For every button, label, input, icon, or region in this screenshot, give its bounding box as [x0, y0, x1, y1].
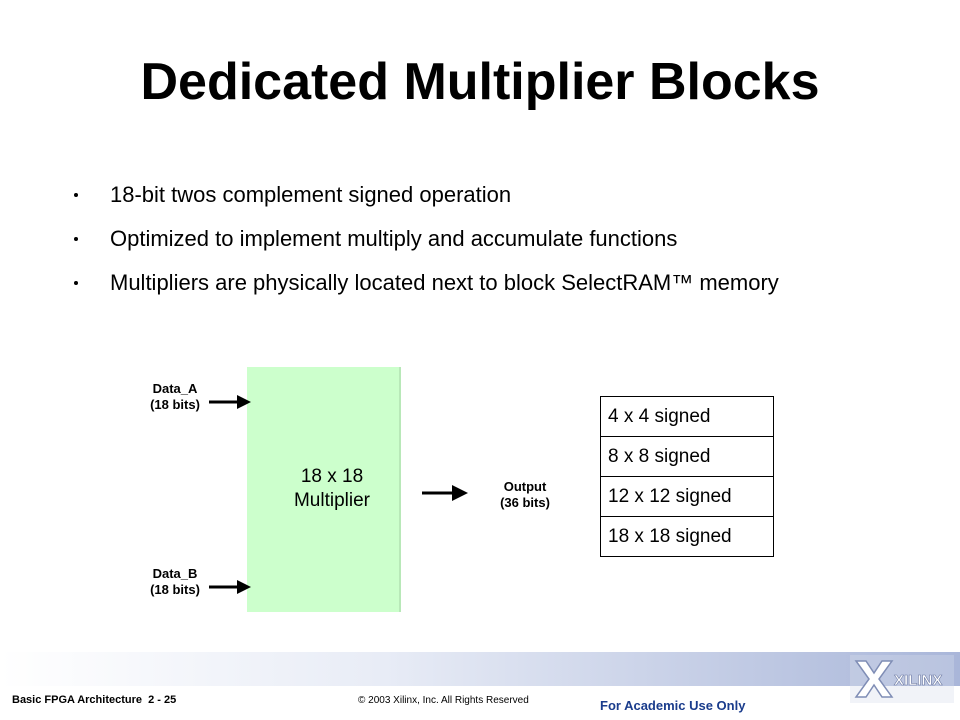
logo-text: XILINX	[894, 672, 942, 689]
bullet-text: 18-bit twos complement signed operation	[110, 182, 512, 207]
input-b-bits: (18 bits)	[150, 582, 200, 597]
table-row: 4 x 4 signed	[600, 396, 774, 437]
footer-usage: For Academic Use Only	[600, 698, 746, 713]
table-row: 8 x 8 signed	[600, 436, 774, 477]
mode-cell: 18 x 18 signed	[600, 516, 774, 557]
bullet-dot	[74, 237, 78, 241]
bullet-list: 18-bit twos complement signed operation …	[70, 178, 779, 310]
input-a-arrow	[209, 395, 251, 409]
multiplier-label-line1: 18 x 18	[300, 466, 364, 487]
table-row: 12 x 12 signed	[600, 476, 774, 517]
mode-cell: 4 x 4 signed	[600, 396, 774, 437]
table-row: 18 x 18 signed	[600, 516, 774, 557]
modes-table: 4 x 4 signed 8 x 8 signed 12 x 12 signed…	[600, 396, 774, 557]
bullet-text: Optimized to implement multiply and accu…	[110, 226, 678, 251]
bullet-item: 18-bit twos complement signed operation	[70, 178, 779, 222]
input-a-name: Data_A	[152, 381, 198, 396]
bullet-item: Multipliers are physically located next …	[70, 266, 779, 310]
footer-course: Basic FPGA Architecture 2 - 25	[12, 694, 177, 706]
bullet-item: Optimized to implement multiply and accu…	[70, 222, 779, 266]
xilinx-logo: XILINX	[850, 655, 954, 703]
output-label: Output (36 bits)	[488, 479, 562, 511]
multiplier-label-line2: Multiplier	[293, 490, 371, 511]
bullet-dot	[74, 281, 78, 285]
input-b-label: Data_B (18 bits)	[130, 566, 220, 598]
mode-cell: 12 x 12 signed	[600, 476, 774, 517]
mode-cell: 8 x 8 signed	[600, 436, 774, 477]
output-bits: (36 bits)	[500, 495, 550, 510]
input-b-arrow	[209, 580, 251, 594]
slide-title: Dedicated Multiplier Blocks	[140, 53, 820, 111]
multiplier-block	[247, 367, 401, 612]
input-b-name: Data_B	[152, 566, 198, 581]
footer-bar	[0, 652, 960, 686]
footer-copyright: © 2003 Xilinx, Inc. All Rights Reserved	[358, 695, 529, 706]
input-a-label: Data_A (18 bits)	[130, 381, 220, 413]
xilinx-x-mark	[854, 660, 894, 698]
bullet-dot	[74, 193, 78, 197]
multiplier-label: 18 x 18 Multiplier	[247, 465, 417, 513]
bullet-text: Multipliers are physically located next …	[110, 270, 779, 295]
output-arrow	[422, 485, 468, 501]
output-name: Output	[503, 479, 547, 494]
input-a-bits: (18 bits)	[150, 397, 200, 412]
